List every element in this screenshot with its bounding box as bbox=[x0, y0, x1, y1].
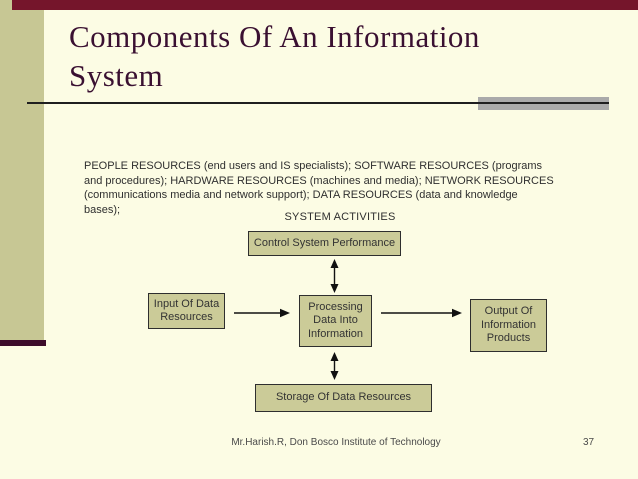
top-red-bar bbox=[12, 0, 638, 10]
storage-of-data-resources-box: Storage Of Data Resources bbox=[255, 384, 432, 412]
footer-credit: Mr.Harish.R, Don Bosco Institute of Tech… bbox=[231, 437, 441, 448]
control-processing-double-arrow bbox=[330, 259, 339, 293]
resources-paragraph: PEOPLE RESOURCES (end users and IS speci… bbox=[84, 160, 554, 217]
title-rule bbox=[27, 102, 609, 104]
input-processing-arrow bbox=[234, 308, 290, 318]
processing-storage-double-arrow bbox=[330, 352, 339, 380]
processing-output-arrow bbox=[381, 308, 462, 318]
processing-data-into-information-box: Processing Data Into Information bbox=[299, 295, 372, 347]
page-number: 37 bbox=[583, 437, 595, 448]
output-of-information-products-box: Output Of Information Products bbox=[470, 299, 547, 352]
slide-title: Components Of An Information System bbox=[69, 19, 480, 93]
input-of-data-resources-box: Input Of Data Resources bbox=[148, 293, 225, 329]
control-system-performance-box: Control System Performance bbox=[248, 231, 401, 256]
left-olive-column bbox=[0, 0, 44, 340]
system-activities-heading: SYSTEM ACTIVITIES bbox=[284, 211, 396, 223]
olive-column-underline bbox=[0, 340, 46, 346]
